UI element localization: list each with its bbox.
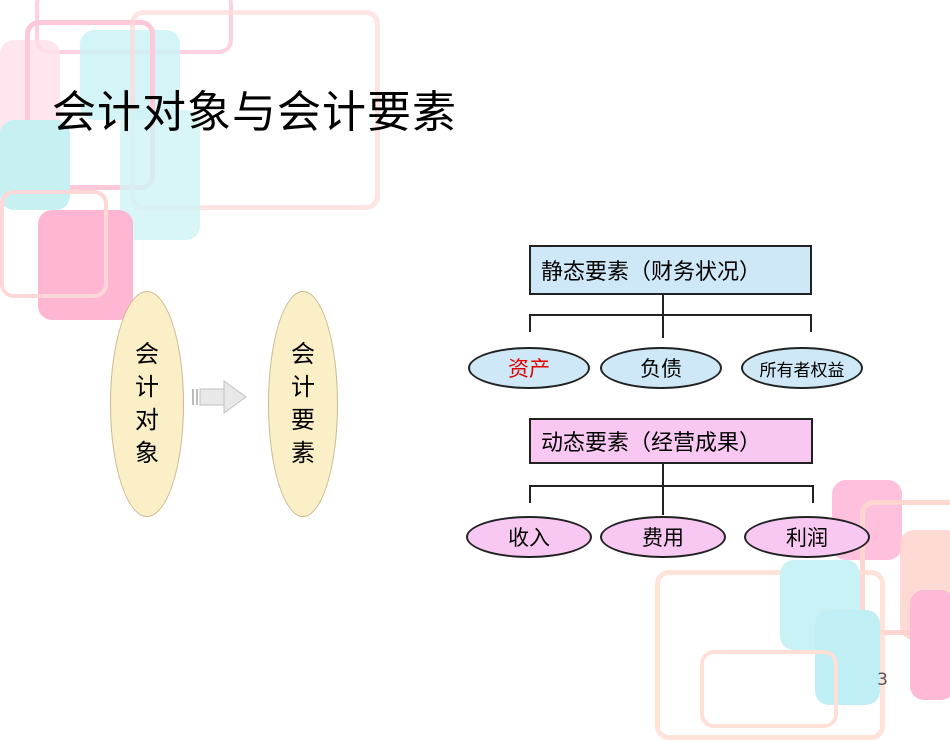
connector-line — [810, 314, 812, 332]
static-elements-label: 静态要素（财务状况） — [541, 260, 762, 285]
expenses-oval: 费用 — [600, 516, 726, 558]
slide-title: 会计对象与会计要素 — [52, 87, 457, 138]
owners-equity-oval: 所有者权益 — [741, 347, 863, 389]
ellipse-char: 素 — [291, 439, 315, 467]
owners-equity-label: 所有者权益 — [759, 360, 845, 381]
profit-label: 利润 — [786, 526, 828, 550]
page-number: 3 — [877, 670, 888, 690]
connector-line — [662, 314, 664, 338]
liabilities-label: 负债 — [640, 357, 682, 381]
connector-line — [812, 485, 814, 503]
ellipse-char: 对 — [135, 406, 159, 434]
ellipse-char: 计 — [135, 373, 159, 401]
expenses-label: 费用 — [642, 526, 684, 550]
accounting-elements-ellipse: 会 计 要 素 — [268, 291, 338, 517]
dynamic-elements-box: 动态要素（经营成果） — [529, 418, 813, 464]
ellipse-char: 会 — [135, 340, 159, 368]
connector-line — [529, 314, 531, 332]
dynamic-elements-label: 动态要素（经营成果） — [541, 431, 762, 456]
static-elements-box: 静态要素（财务状况） — [529, 245, 812, 295]
ellipse-char: 要 — [291, 406, 315, 434]
ellipse-char: 会 — [291, 340, 315, 368]
connector-line — [529, 314, 812, 316]
revenue-oval: 收入 — [466, 516, 592, 558]
ellipse-char: 象 — [135, 439, 159, 467]
connector-line — [662, 295, 664, 315]
right-arrow-icon — [192, 380, 247, 414]
connector-line — [662, 464, 664, 486]
assets-label: 资产 — [508, 357, 550, 381]
accounting-object-ellipse: 会 计 对 象 — [110, 291, 184, 517]
connector-line — [529, 485, 814, 487]
connector-line — [662, 485, 664, 515]
assets-oval: 资产 — [468, 347, 590, 389]
revenue-label: 收入 — [508, 526, 550, 550]
profit-oval: 利润 — [744, 516, 870, 558]
liabilities-oval: 负债 — [600, 347, 722, 389]
ellipse-char: 计 — [291, 373, 315, 401]
connector-line — [529, 485, 531, 503]
